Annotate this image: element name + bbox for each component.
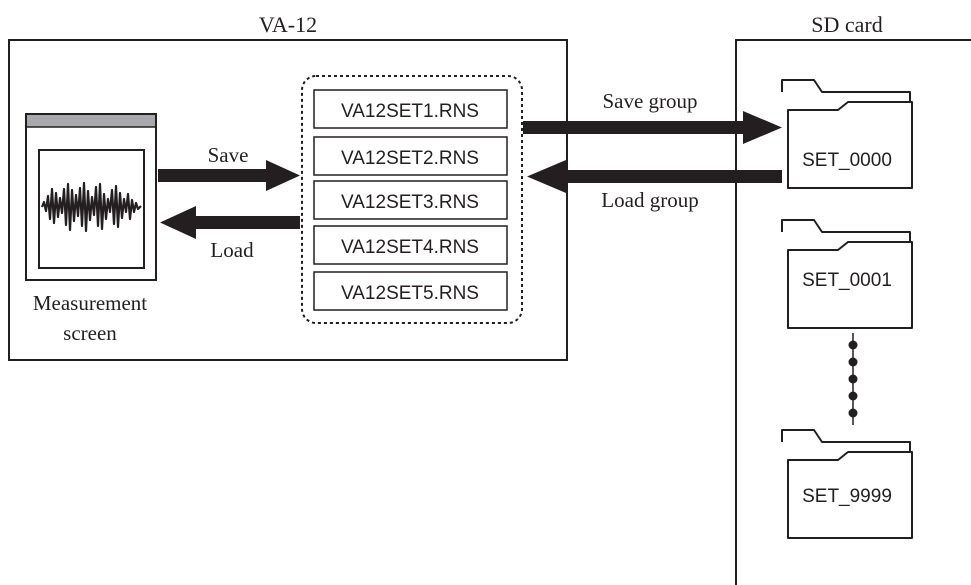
setting-file-4: VA12SET4.RNS bbox=[313, 225, 508, 265]
measurement-screen-icon bbox=[25, 113, 157, 281]
setting-file-1: VA12SET1.RNS bbox=[313, 89, 508, 129]
setting-files-group bbox=[301, 75, 523, 324]
folder-icon bbox=[781, 79, 913, 189]
save-arrow bbox=[158, 160, 300, 191]
save-group-arrow bbox=[523, 111, 782, 144]
load-group-label: Load group bbox=[601, 188, 698, 212]
setting-file-name: VA12SET4.RNS bbox=[341, 237, 479, 258]
load-label: Load bbox=[210, 238, 254, 262]
setting-file-3: VA12SET3.RNS bbox=[313, 180, 508, 220]
setting-file-name: VA12SET5.RNS bbox=[341, 283, 479, 304]
folder-label-last: SET_9999 bbox=[802, 486, 892, 507]
vertical-dots-icon bbox=[848, 333, 858, 425]
device-frame bbox=[8, 39, 568, 361]
folder-icon bbox=[781, 429, 913, 539]
setting-file-5: VA12SET5.RNS bbox=[313, 271, 508, 311]
folder-label-second: SET_0001 bbox=[802, 270, 892, 291]
save-label: Save bbox=[208, 143, 249, 167]
setting-file-name: VA12SET2.RNS bbox=[341, 148, 479, 169]
sd-card-title: SD card bbox=[811, 12, 882, 37]
sd-card-frame bbox=[735, 39, 971, 585]
save-group-label: Save group bbox=[602, 89, 697, 113]
load-arrow bbox=[160, 206, 300, 239]
waveform-icon bbox=[40, 181, 142, 233]
load-group-arrow bbox=[527, 160, 782, 193]
setting-file-name: VA12SET3.RNS bbox=[341, 192, 479, 213]
folder-label-first: SET_0000 bbox=[802, 150, 892, 171]
device-title: VA-12 bbox=[259, 12, 317, 37]
setting-file-2: VA12SET2.RNS bbox=[313, 136, 508, 176]
measurement-screen-label-2: screen bbox=[63, 321, 117, 345]
setting-file-name: VA12SET1.RNS bbox=[341, 101, 479, 122]
measurement-screen-label: Measurement bbox=[33, 291, 147, 315]
